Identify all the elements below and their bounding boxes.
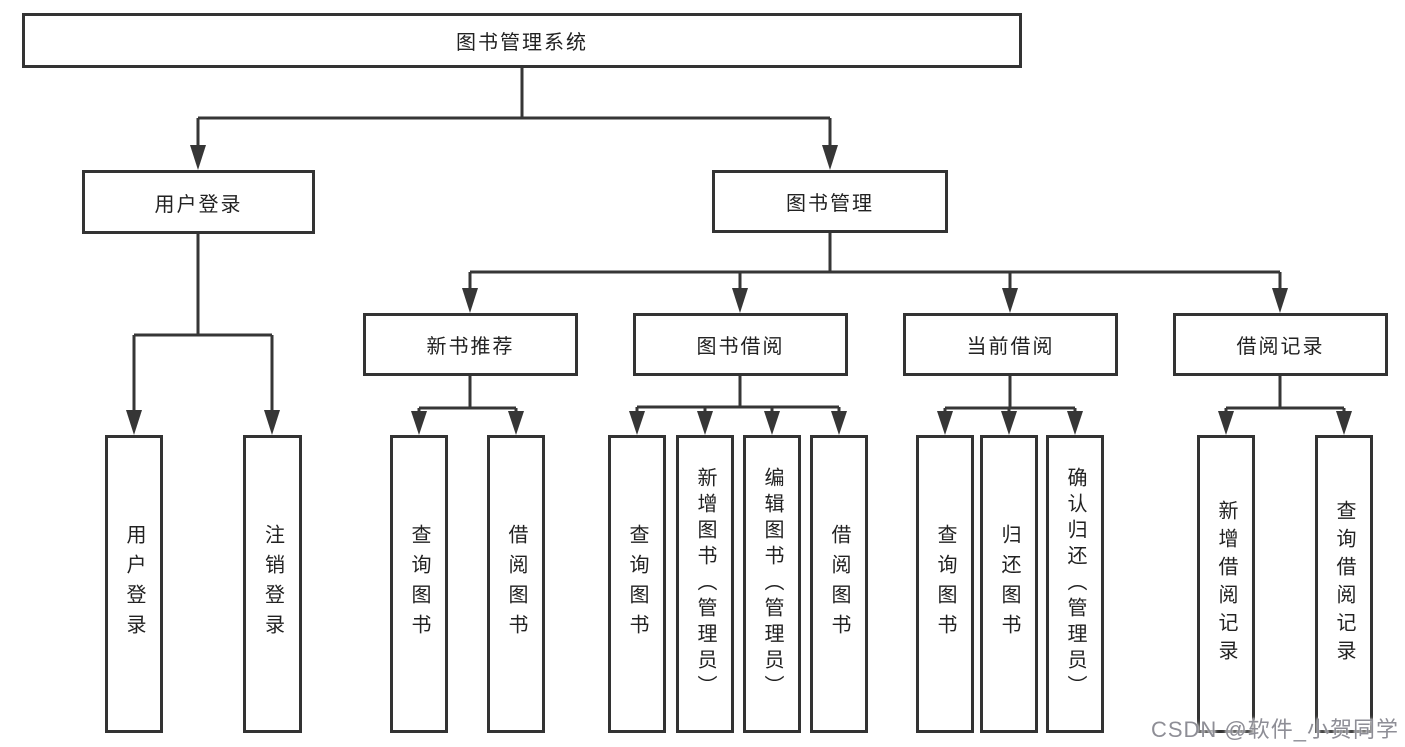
leaf-borrow-books-recommend: 借阅图书 [487, 435, 545, 733]
leaf-query-borrow-record: 查询借阅记录 [1315, 435, 1373, 733]
node-new-book-recommend: 新书推荐 [363, 313, 578, 376]
node-current-borrowing: 当前借阅 [903, 313, 1118, 376]
node-borrowing-records: 借阅记录 [1173, 313, 1388, 376]
leaf-add-books-admin: 新增图书（管理员） [676, 435, 734, 733]
leaf-borrow-books-borrowing: 借阅图书 [810, 435, 868, 733]
leaf-logout: 注销登录 [243, 435, 302, 733]
leaf-confirm-return-admin: 确认归还（管理员） [1046, 435, 1104, 733]
node-book-management: 图书管理 [712, 170, 948, 233]
leaf-return-books: 归还图书 [980, 435, 1038, 733]
leaf-user-login: 用户登录 [105, 435, 163, 733]
node-root: 图书管理系统 [22, 13, 1022, 68]
node-book-borrowing: 图书借阅 [633, 313, 848, 376]
csdn-watermark: CSDN @软件_小贺同学 [1150, 717, 1399, 742]
leaf-query-books-recommend: 查询图书 [390, 435, 448, 733]
leaf-add-borrow-record: 新增借阅记录 [1197, 435, 1255, 733]
leaf-query-books-borrowing: 查询图书 [608, 435, 666, 733]
node-user-login: 用户登录 [82, 170, 315, 234]
leaf-edit-books-admin: 编辑图书（管理员） [743, 435, 801, 733]
leaf-query-books-current: 查询图书 [916, 435, 974, 733]
